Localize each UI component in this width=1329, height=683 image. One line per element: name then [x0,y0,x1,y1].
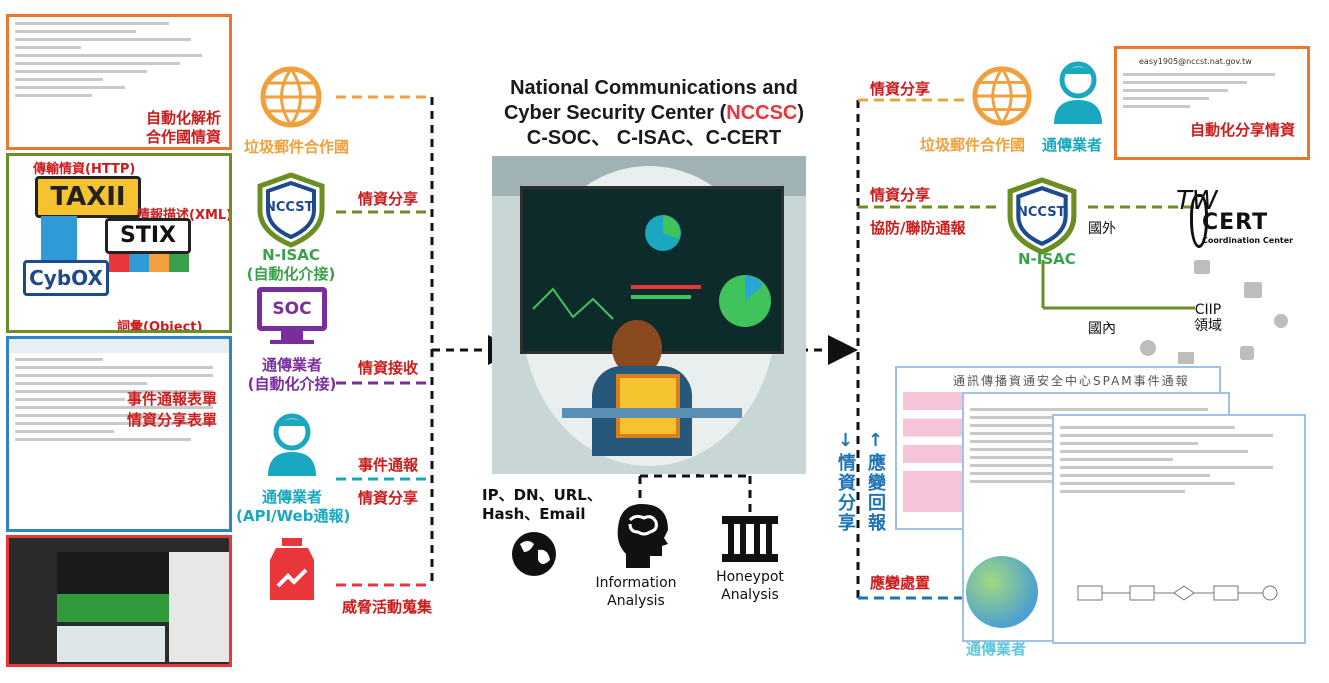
honeypot-line1: Honeypot [716,569,784,585]
info-analysis-line1: Information [595,575,677,591]
email-caption-2: 合作國情資 [145,128,221,146]
spam-partner-label: 垃圾郵件合作國 [244,138,350,156]
form-caption-1: 事件通報表單 [126,390,217,408]
telecom-sub-label: (API/Web通報) [236,507,351,525]
email-caption-1: 自動化解析 [145,109,221,127]
response-label: 應變處置 [870,574,931,592]
ciip-line-2: 領域 [1194,318,1222,334]
right-share-label-mid: 情資分享 [870,186,931,204]
right-nisac-label: N-ISAC [1018,250,1076,268]
left-receive-label: 情資接收 [358,359,419,377]
center-title-line2b: ) [797,102,805,124]
traffic-screenshot [6,535,232,667]
left-share-label-2: 情資分享 [358,489,419,507]
taxii-stix-panel: 傳輸情資(HTTP) TAXII 情報描述(XML) STIX CybOX 詞彙… [6,153,232,333]
email-thumbnail: 自動化解析 合作國情資 [6,14,232,150]
earth-gear-icon [966,556,1038,628]
cybox-logo: CybOX [23,260,109,296]
center-title-acronym: NCCSC [726,102,798,124]
taxii-transport-label: 傳輸情資(HTTP) [33,162,136,177]
left-share-label-1: 情資分享 [358,190,419,208]
share-email-thumbnail: easy1905@nccst.nat.gov.tw 自動化分享情資 [1114,46,1310,160]
right-nccst-shield-icon [1007,177,1077,255]
nccst-shield-icon [257,172,325,248]
ciip-line-1: CIIP [1194,302,1222,318]
share-email-address: easy1905@nccst.nat.gov.tw [1139,57,1252,66]
stix-logo: STIX [105,218,191,254]
taxii-logo: TAXII [35,176,141,218]
domestic-label: 國內 [1088,321,1116,337]
right-spam-partner-label: 垃圾郵件合作國 [920,136,1026,154]
soc-room-image [492,156,806,474]
stix-icon-row [109,254,189,272]
left-report-label: 事件通報 [358,456,419,474]
defense-label: 協防/聯防通報 [870,219,966,237]
vertical-response-label: ↑應變回報 [865,430,886,533]
brain-head-icon [617,504,668,568]
globe-icon [512,532,556,576]
info-analysis-line2: Analysis [607,593,665,609]
ioc-line-1: IP、DN、URL、 [482,486,602,504]
right-nccst-badge-text: NCCST [1017,205,1066,220]
honeypot-cage-icon [722,516,778,562]
center-title-line1: National Communications and [510,77,798,99]
vocab-label: 詞彙(Object) [117,320,203,333]
ciip-domain-icons [1134,260,1314,364]
center-title-line2a: Cyber Security Center ( [503,102,727,124]
person-icon [268,413,316,476]
right-telecom-bottom-label: 通傳業者 [966,640,1027,658]
building-icon [41,216,77,264]
foreign-label: 國外 [1088,221,1116,237]
globe-network-icon [260,66,322,128]
right-globe-network-icon [972,66,1032,126]
soc-monitor-icon: SOC [257,287,327,331]
form-thumbnail: 事件通報表單 情資分享表單 [6,336,232,532]
telecom-label: 通傳業者 [261,488,322,506]
spam-report-title: 通訊傳播資通安全中心SPAM事件通報 [953,374,1190,388]
spam-report-form-front [1052,414,1306,644]
right-share-label-top: 情資分享 [870,80,931,98]
soc-operator-sub: (自動化介接) [247,375,337,393]
threat-bottle-icon [270,538,314,600]
form-caption-2: 情資分享表單 [126,411,217,429]
nisac-sub-label: (自動化介接) [246,265,336,283]
center-title-line3: C-SOC、 C-ISAC、C-CERT [526,127,782,149]
vertical-share-label: ↓情資分享 [835,430,856,533]
right-person-icon [1054,61,1102,124]
soc-operator-label: 通傳業者 [261,356,322,374]
twcert-logo: TW CERT Coordination Center [1170,186,1293,260]
threat-collection-label: 威脅活動蒐集 [342,598,433,616]
nccst-badge-text: NCCST [265,200,314,215]
honeypot-line2: Analysis [721,587,779,603]
ioc-line-2: Hash、Email [482,505,586,523]
nisac-label: N-ISAC [262,246,320,264]
auto-share-label: 自動化分享情資 [1189,121,1295,139]
right-telecom-label: 通傳業者 [1042,136,1103,154]
